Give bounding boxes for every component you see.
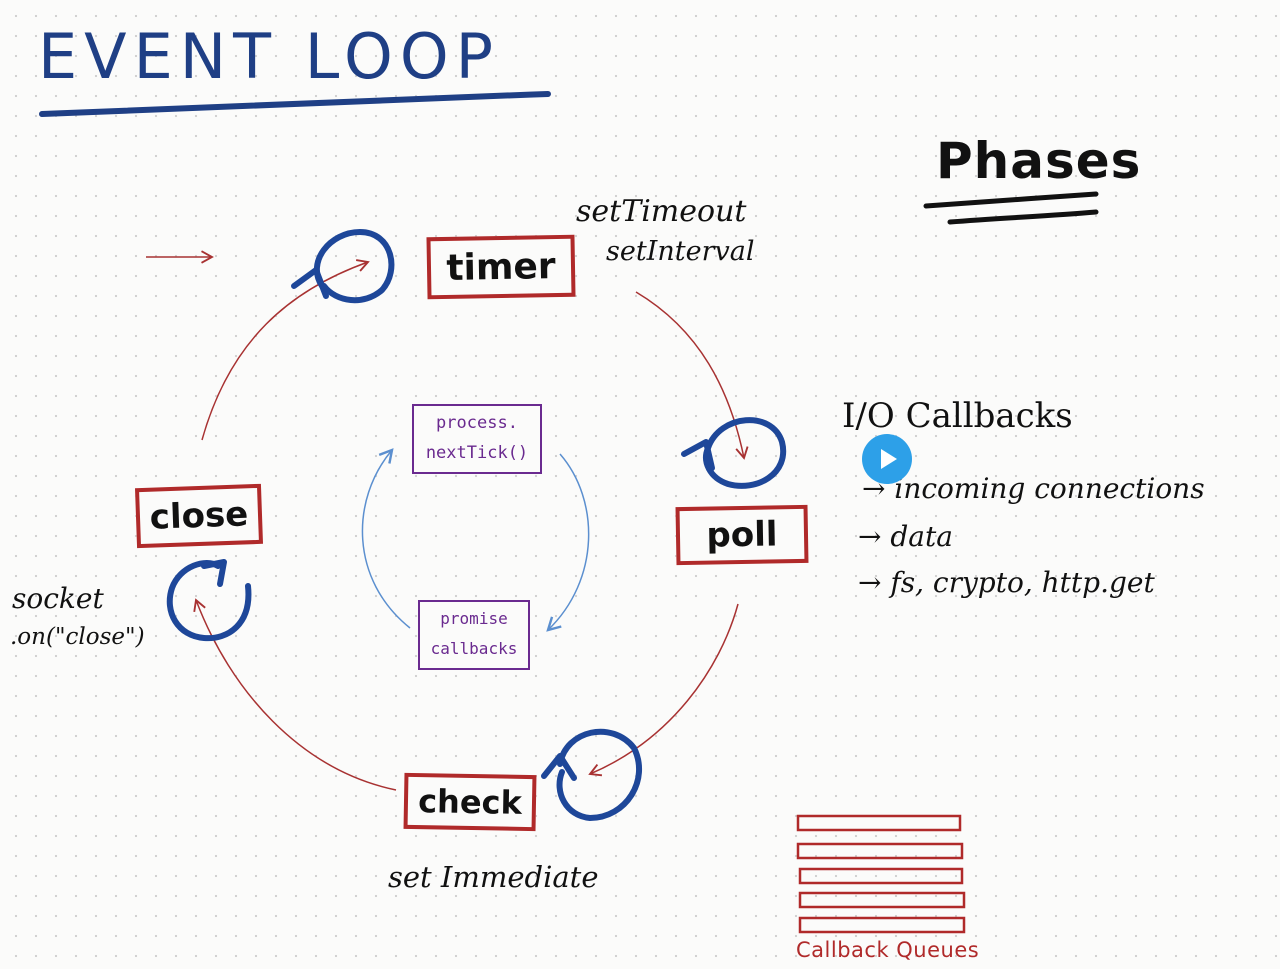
arrow-close-to-timer: [201, 259, 370, 441]
loop-icon-close: [166, 560, 252, 642]
loop-icon-check: [556, 728, 642, 822]
page-title: EVENT LOOP: [38, 20, 501, 93]
callback-queue-stack: [796, 814, 966, 934]
io-item-incoming-connections: → incoming connections: [862, 472, 1205, 505]
arrow-promise-to-nexttick: [361, 448, 411, 629]
queue-bar: [798, 867, 964, 885]
arrow-timer-to-poll: [635, 291, 749, 460]
queue-bar: [798, 916, 966, 934]
loop-arrowhead-timer: [291, 267, 329, 299]
note-settimeout: setTimeout: [576, 194, 747, 229]
promise-label-line2: callbacks: [430, 639, 518, 658]
phases-underline-1: [923, 191, 1099, 209]
loop-icon-timer: [313, 228, 395, 304]
next-tick-label-line2: nextTick(): [425, 443, 529, 463]
note-setimmediate: set Immediate: [388, 860, 599, 894]
io-item-fs-crypto-http: → fs, crypto, http.get: [858, 566, 1155, 599]
io-callbacks-heading: I/O Callbacks: [842, 396, 1073, 436]
phase-box-close: close: [134, 483, 264, 549]
note-socket-on-close: .on("close"): [10, 624, 145, 650]
phase-box-timer: timer: [426, 234, 576, 300]
io-item-data: → data: [858, 520, 953, 553]
loop-arrowhead-check: [541, 753, 577, 781]
loop-arrowhead-close: [201, 559, 227, 587]
loop-arrowhead-poll: [681, 439, 715, 471]
phase-box-poll: poll: [675, 504, 809, 566]
title-underline: [39, 91, 551, 117]
queue-bar: [796, 814, 962, 832]
arrow-nexttick-to-promise: [546, 453, 590, 632]
promise-label-line1: promise: [440, 609, 508, 628]
arrow-check-to-close: [193, 598, 397, 791]
promise-queue-box: promise callbacks: [418, 600, 530, 670]
next-tick-label-line1: process.: [436, 413, 518, 433]
callback-queues-label: Callback Queues: [796, 938, 980, 962]
next-tick-queue-box: process. nextTick(): [412, 404, 542, 474]
phase-label-close: close: [149, 494, 249, 538]
phase-label-check: check: [417, 782, 523, 822]
play-triangle-icon: [881, 449, 897, 469]
queue-bar: [798, 891, 966, 909]
phase-box-check: check: [403, 772, 537, 832]
phase-label-timer: timer: [446, 245, 556, 289]
phases-underline-2: [947, 209, 1099, 225]
note-setinterval: setInterval: [606, 236, 755, 267]
loop-icon-poll: [703, 417, 787, 489]
play-button-icon[interactable]: [862, 434, 912, 484]
arrow-poll-to-check: [588, 603, 739, 777]
queue-bar: [796, 842, 964, 860]
phase-label-poll: poll: [706, 514, 778, 556]
note-socket: socket: [12, 582, 104, 615]
phases-heading: Phases: [936, 132, 1142, 190]
